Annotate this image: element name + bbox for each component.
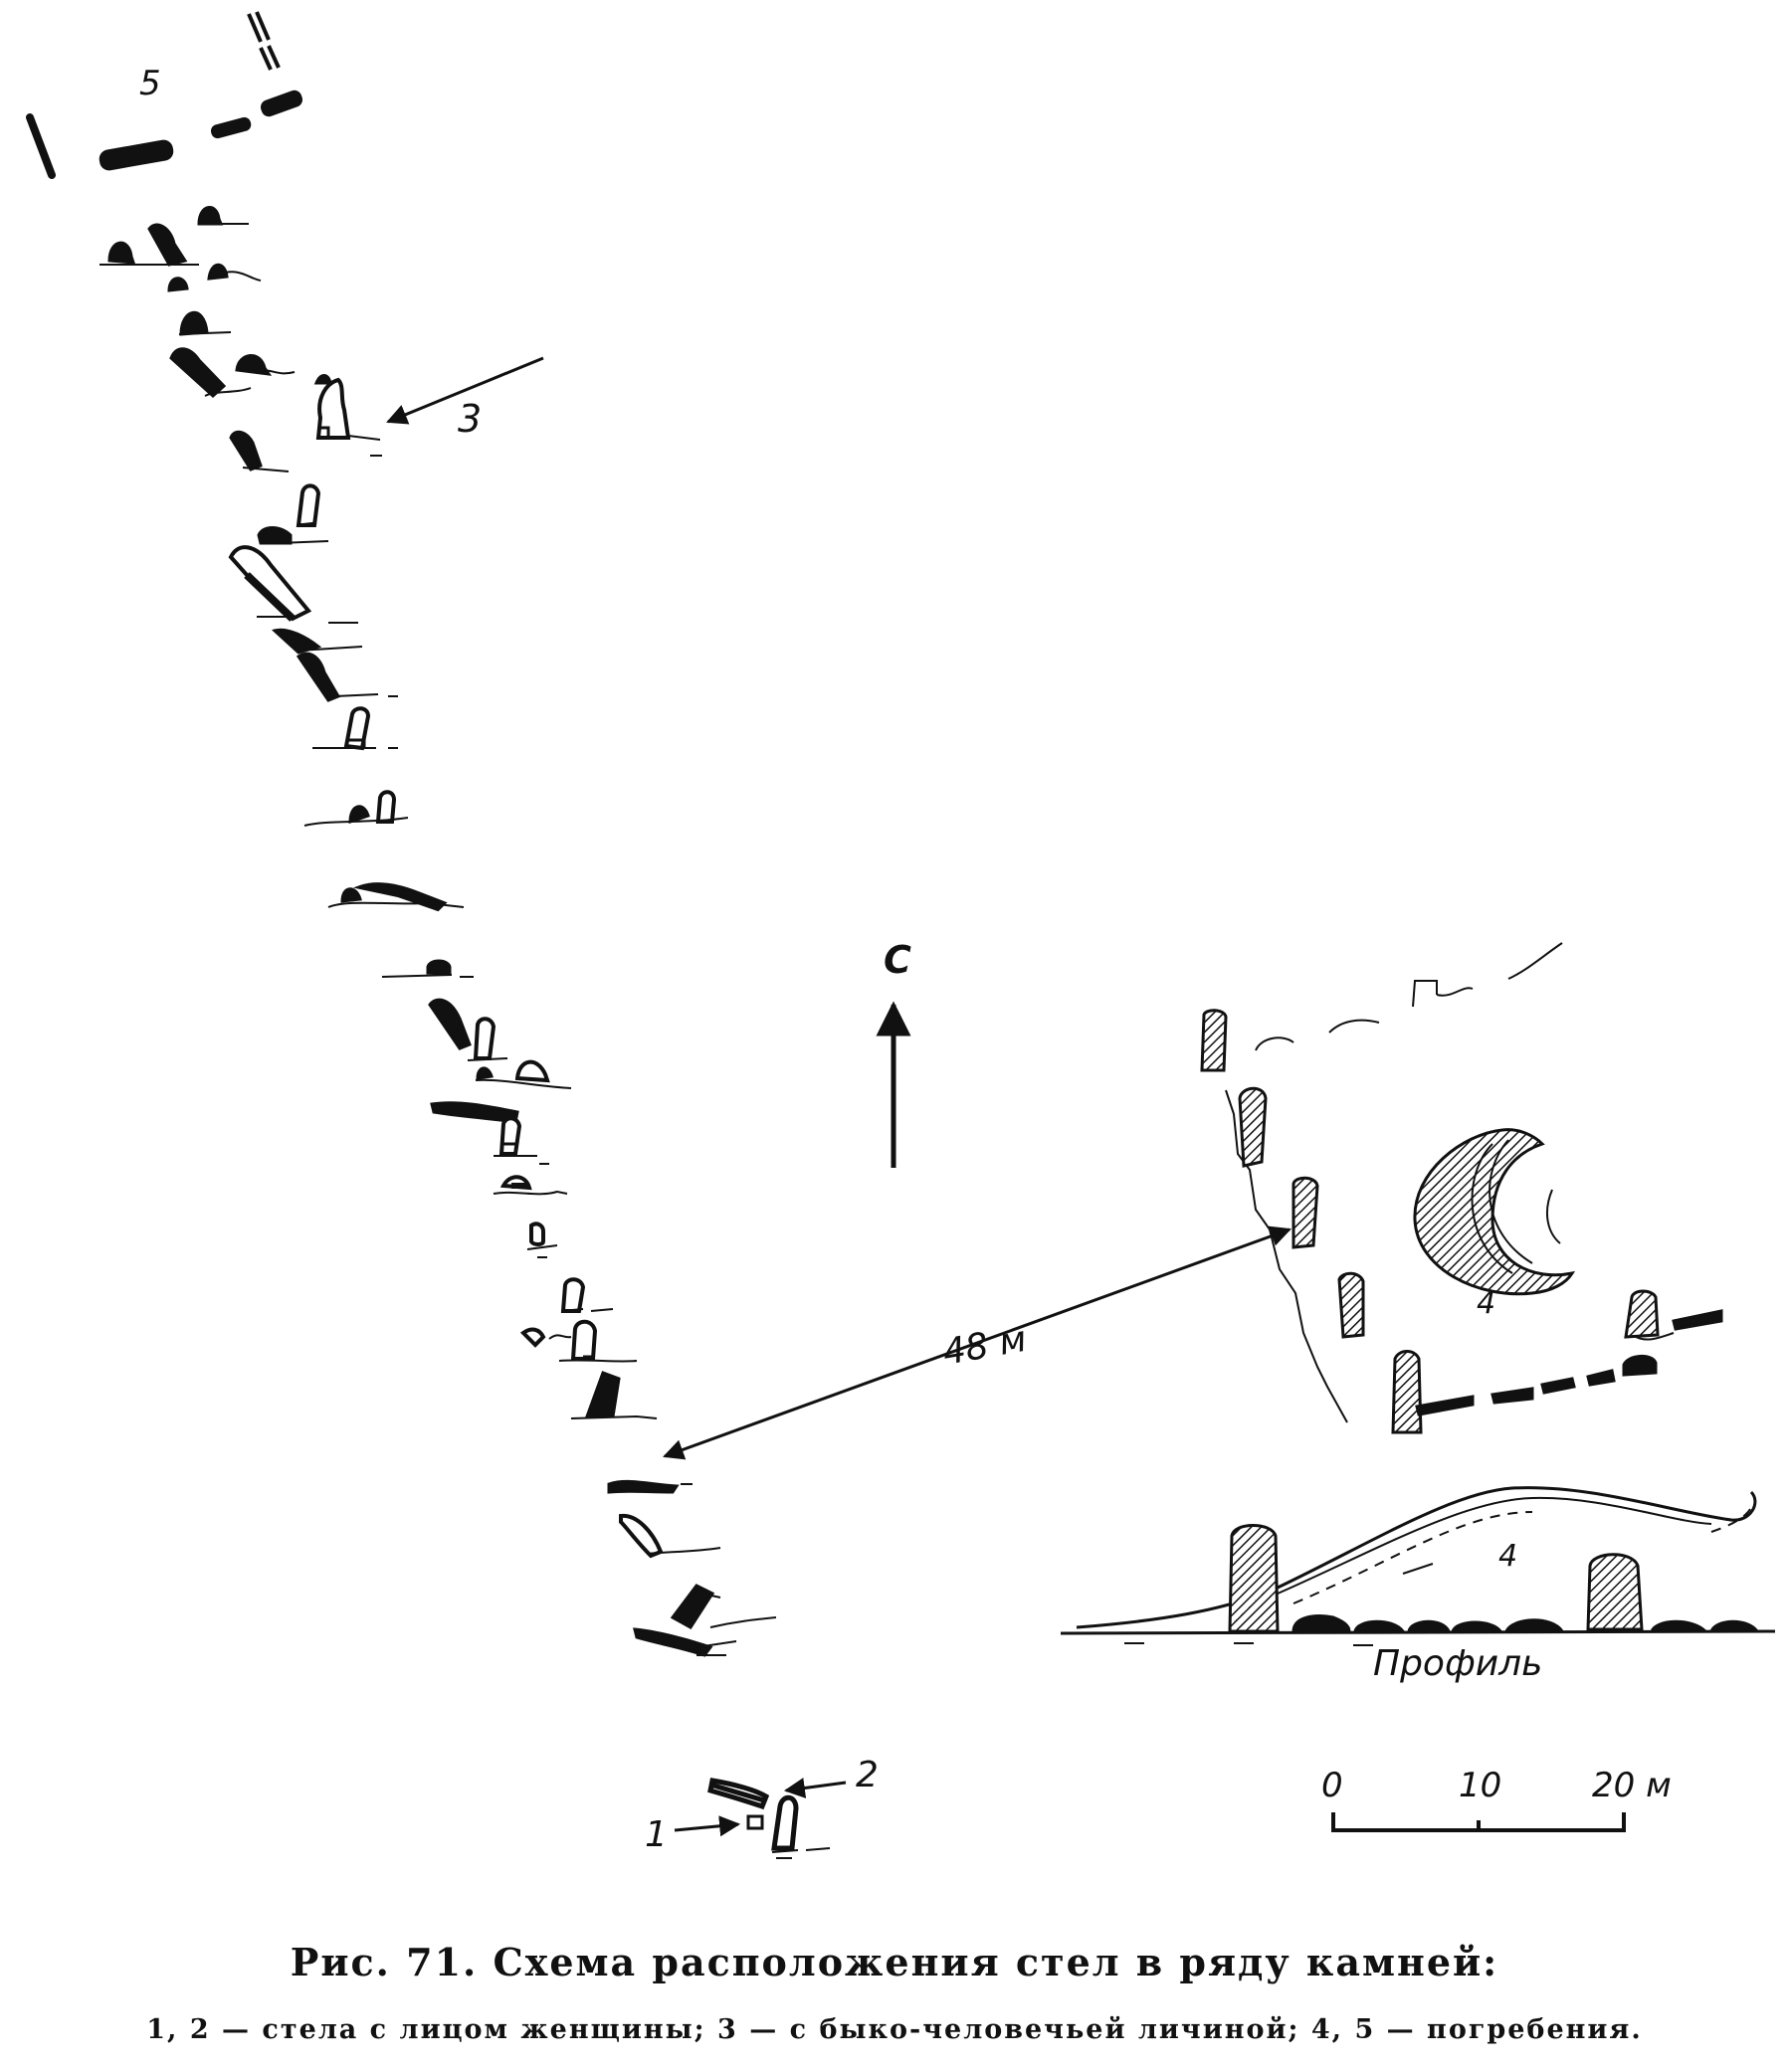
- burial-4-plan: [1200, 942, 1723, 1434]
- burial-4-profile: [1060, 1486, 1776, 1646]
- burial-4-mound-circle: [1413, 1128, 1576, 1296]
- scale-bar: [1331, 1812, 1626, 1832]
- profile-label: Профиль: [1373, 1643, 1542, 1684]
- stela-3-arrow: [386, 356, 544, 425]
- figure-caption-title: Рис. 71. Схема расположения стел в ряду …: [290, 1940, 1499, 1984]
- burial-5-label: 5: [139, 64, 161, 103]
- stone-row-north: [99, 206, 382, 472]
- distance-label: 48 м: [939, 1319, 1029, 1374]
- burial-4-plan-label: 4: [1477, 1286, 1495, 1321]
- north-label: С: [884, 938, 911, 982]
- scale-label-0: 0: [1321, 1766, 1343, 1805]
- stela-2-arrow: [783, 1778, 847, 1798]
- figure-caption-legend: 1, 2 — стела с лицом женщины; 3 — с быко…: [146, 2014, 1643, 2045]
- distance-arrow: [663, 1225, 1292, 1460]
- burial-4-profile-label: 4: [1498, 1539, 1517, 1574]
- stela-1-label: 1: [645, 1814, 668, 1855]
- stone-row-diagram: 5: [26, 11, 1776, 1859]
- stone-row-south: [381, 959, 777, 1657]
- scale-label-10: 10: [1459, 1766, 1501, 1805]
- stone-row-middle: [228, 483, 465, 912]
- stela-3-label: 3: [458, 397, 482, 441]
- stelae-1-2: [707, 1778, 831, 1859]
- stela-1-arrow: [674, 1815, 741, 1837]
- stela-2-label: 2: [856, 1755, 879, 1795]
- burial-5: [26, 11, 302, 179]
- scale-label-20m: 20 м: [1592, 1766, 1672, 1805]
